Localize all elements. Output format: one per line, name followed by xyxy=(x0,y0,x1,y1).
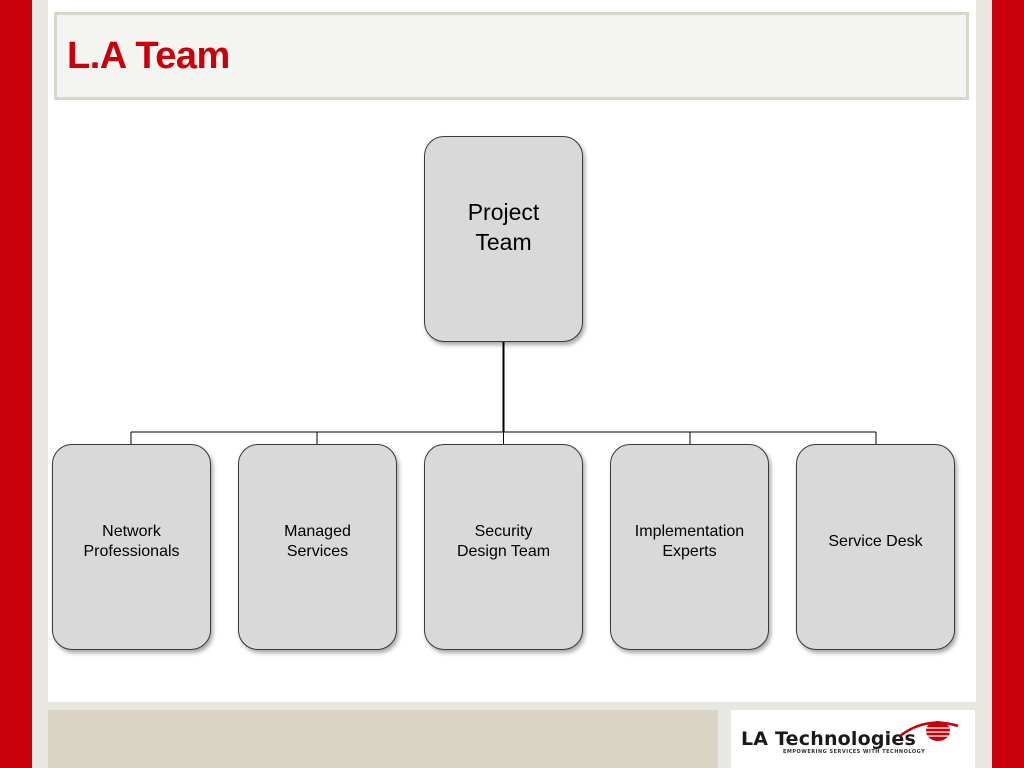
node-security-design-team: Security Design Team xyxy=(424,444,583,650)
left-accent-bar xyxy=(0,0,32,768)
node-managed-services: Managed Services xyxy=(238,444,397,650)
company-logo: LA Technologies EMPOWERING SERVICES WITH… xyxy=(731,710,975,768)
logo-tagline: EMPOWERING SERVICES WITH TECHNOLOGY xyxy=(783,749,926,755)
node-service-desk: Service Desk xyxy=(796,444,955,650)
title-box: L.A Team xyxy=(54,12,969,100)
node-network-professionals: Network Professionals xyxy=(52,444,211,650)
node-project-team: Project Team xyxy=(424,136,583,342)
node-implementation-experts: Implementation Experts xyxy=(610,444,769,650)
right-accent-bar xyxy=(992,0,1024,768)
logo-name: LA Technologies xyxy=(741,728,916,750)
slide-title: L.A Team xyxy=(67,35,230,77)
logo-swoosh-icon xyxy=(899,721,959,741)
footer-band xyxy=(48,710,718,768)
